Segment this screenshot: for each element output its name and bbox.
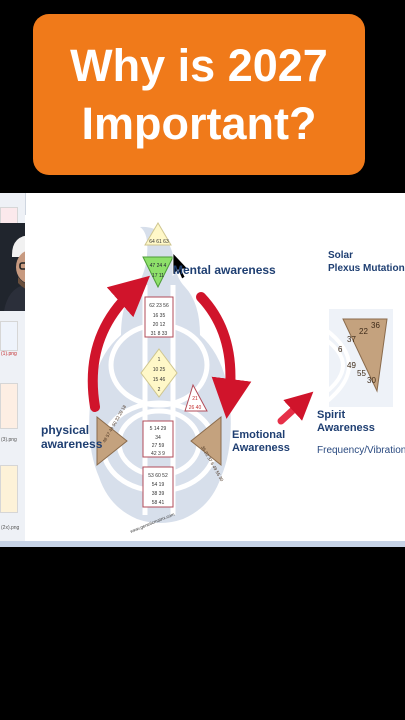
label-spirit-1: Spirit (317, 409, 346, 421)
bodygraph-diagram: 64 61 63 47 24 4 17 11 62 23 56 16 35 20… (87, 222, 393, 534)
thumbnail-label-1: (1).png (1, 351, 17, 357)
title-banner: Why is 2027 Important? (33, 14, 365, 175)
label-solar-1: Solar (328, 250, 354, 261)
head-center (144, 222, 172, 246)
throat-gates-4: 31 8 33 (151, 331, 168, 337)
root-gates-3: 38 39 (152, 491, 165, 497)
label-spirit-2: Awareness (317, 422, 375, 434)
window-bottom-bar (0, 541, 405, 547)
ego-center (184, 383, 208, 412)
label-frequency: Frequency/Vibration (317, 445, 405, 456)
thumbnail-4[interactable] (0, 465, 18, 513)
g-gates-2: 10 25 (153, 367, 166, 373)
ajna-gates-low: 17 11 (152, 273, 164, 279)
arrow-physical-to-mental (87, 275, 150, 412)
head-gates: 64 61 63 (149, 239, 169, 245)
throat-gates-3: 20 12 (153, 322, 166, 328)
title-line-2: Important? (81, 97, 317, 149)
arrow-to-spirit (277, 391, 314, 425)
thumbnail-label-2: (3).png (1, 437, 17, 443)
label-physical-1: physical (41, 423, 90, 437)
zoom-solar-center (342, 318, 388, 393)
zoom-gate-49: 49 (347, 361, 356, 370)
root-gates-4: 58 41 (152, 500, 165, 506)
zoom-gate-36: 36 (371, 321, 380, 330)
title-line-1: Why is 2027 (70, 39, 328, 91)
zoom-gate-6: 6 (338, 345, 343, 354)
ego-gates-top: 21 (192, 396, 198, 402)
g-gates-4: 2 (158, 387, 161, 393)
zoom-gate-22: 22 (359, 327, 368, 336)
label-mental-awareness: Mental awareness (173, 263, 276, 277)
g-gates-1: 1 (158, 357, 161, 363)
label-solar-2: Plexus Mutation (328, 263, 405, 274)
root-gates-2: 54 19 (152, 482, 165, 488)
ego-gates-bottom: 26 40 (189, 405, 202, 411)
sacral-gates-1: 5 14 29 (150, 426, 167, 432)
sacral-center (142, 420, 174, 458)
zoom-gate-30: 30 (367, 376, 376, 385)
spleen-center (96, 415, 128, 467)
root-center (142, 466, 174, 508)
arrow-mental-to-emotional (196, 292, 252, 419)
solar-plexus-center (190, 415, 222, 467)
cursor-icon (172, 251, 189, 280)
thumbnail-label-3: (2x).png (1, 525, 20, 531)
thumbnail-3[interactable] (0, 383, 18, 429)
sacral-gates-2: 34 (155, 435, 161, 441)
screen-capture: (1).png (3).png (2x).png (0, 193, 405, 547)
ajna-gates: 47 24 4 (150, 263, 167, 269)
thumbnail-2[interactable] (0, 321, 18, 351)
ajna-center (142, 256, 174, 289)
sacral-gates-3: 27 59 (152, 443, 165, 449)
slide-canvas: 64 61 63 47 24 4 17 11 62 23 56 16 35 20… (25, 215, 405, 541)
g-gates-3: 15 46 (153, 377, 166, 383)
label-physical-2: awareness (41, 437, 103, 451)
zoom-gate-37: 37 (347, 335, 356, 344)
root-gates-1: 53 60 52 (148, 473, 168, 479)
throat-gates-1: 62 23 56 (149, 303, 169, 309)
g-center (140, 348, 178, 398)
label-emotional-2: Awareness (232, 442, 290, 454)
sacral-gates-4: 42 3 9 (151, 451, 165, 457)
label-emotional-1: Emotional (232, 429, 286, 441)
throat-gates-2: 16 35 (153, 313, 166, 319)
zoom-gate-55: 55 (357, 369, 366, 378)
